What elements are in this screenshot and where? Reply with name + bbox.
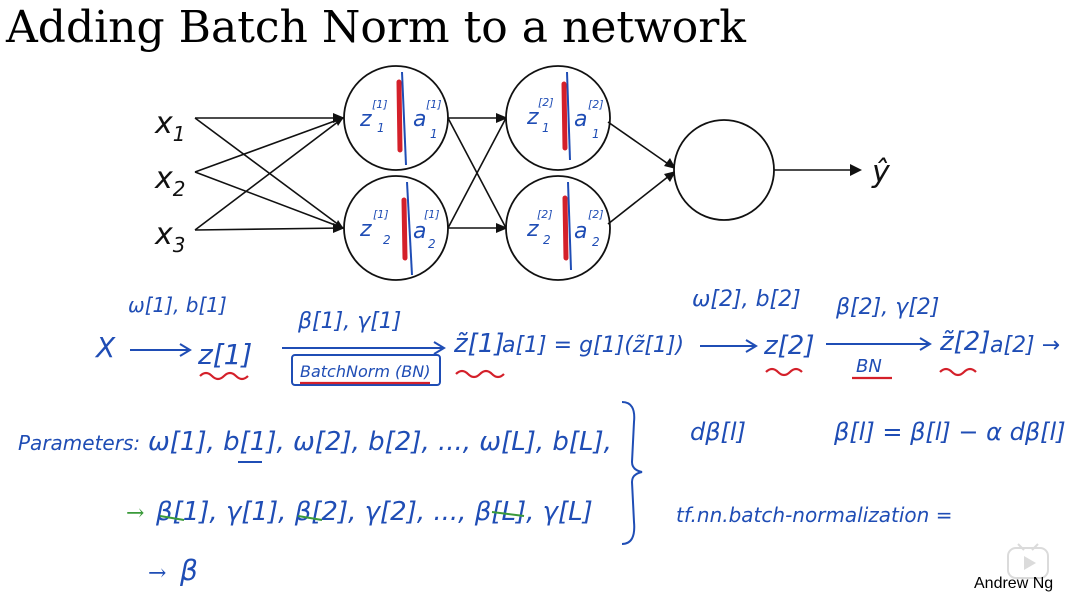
params-row3: β xyxy=(179,554,198,587)
svg-text:a: a xyxy=(574,107,587,132)
params-brace xyxy=(621,401,643,545)
hidden-edges xyxy=(447,117,507,229)
parameters-section: Parameters: ω[1], b[1], ω[2], b[2], ...,… xyxy=(18,401,643,587)
input-edges xyxy=(194,117,344,231)
hidden-edge-arrowheads xyxy=(496,113,508,233)
svg-text:z: z xyxy=(526,217,539,242)
flow-beta-gamma-2: β[2], γ[2] xyxy=(835,295,939,320)
svg-text:a: a xyxy=(574,219,587,244)
input-edge-arrowheads xyxy=(333,113,345,233)
svg-text:[2]: [2] xyxy=(538,96,554,109)
green-strikes xyxy=(159,511,525,521)
red-underline-z2 xyxy=(765,367,803,377)
layer2-node-1-content: z [2] 1 a [2] 1 xyxy=(526,71,604,161)
input-x1: x1 xyxy=(154,106,186,146)
forward-flow: X ω[1], b[1] z[1] β[1], γ[1] BatchNorm (… xyxy=(94,287,1060,386)
output-edges xyxy=(607,121,852,225)
svg-text:2: 2 xyxy=(543,233,551,247)
svg-text:z: z xyxy=(359,217,372,242)
svg-text:1: 1 xyxy=(430,127,438,141)
flow-bn2: BN xyxy=(856,356,882,377)
svg-text:a: a xyxy=(413,219,426,244)
flow-a1-eq: a[1] = g[1](z̃[1]) xyxy=(502,333,684,358)
svg-text:[1]: [1] xyxy=(424,208,440,221)
params-row3-arrow: → xyxy=(148,561,166,586)
flow-x: X xyxy=(94,331,116,364)
layer1-node-1-content: z [1] 1 a [1] 1 xyxy=(359,71,442,166)
svg-text:2: 2 xyxy=(428,237,436,251)
network-diagram: x1 x2 x3 xyxy=(154,65,891,281)
red-underline-ztilde2 xyxy=(939,367,977,377)
flow-z1: z[1] xyxy=(197,338,252,371)
svg-text:[1]: [1] xyxy=(373,208,389,221)
author-credit: Andrew Ng xyxy=(974,575,1054,592)
svg-text:1: 1 xyxy=(542,121,550,135)
params-row2: β[1], γ[1], β[2], γ[2], ..., β[L], γ[L] xyxy=(155,497,593,527)
layer1-node-2-content: z [1] 2 a [1] 2 xyxy=(359,181,440,276)
flow-w2b2: ω[2], b[2] xyxy=(692,287,801,312)
layer2-node-1 xyxy=(505,65,611,171)
flow-z2: z[2] xyxy=(763,331,814,361)
update-dbeta: dβ[l] xyxy=(690,418,746,446)
layer2-node-2 xyxy=(505,175,611,281)
svg-text:[1]: [1] xyxy=(426,98,442,111)
svg-text:z: z xyxy=(526,105,539,130)
svg-text:1: 1 xyxy=(377,121,385,135)
svg-text:z: z xyxy=(359,107,372,132)
red-underline-ztilde1 xyxy=(455,369,505,379)
flow-ztilde2: z̃[2] xyxy=(939,327,990,357)
flow-a2: a[2] → xyxy=(990,333,1060,358)
input-x3: x3 xyxy=(154,217,186,257)
output-edge-arrowheads xyxy=(664,158,862,182)
svg-text:2: 2 xyxy=(383,233,391,247)
play-watermark-icon xyxy=(1007,543,1049,579)
red-underline-z1 xyxy=(199,371,249,381)
params-row2-arrow: → xyxy=(126,501,144,526)
update-section: dβ[l] β[l] = β[l] − α dβ[l] tf.nn.batch-… xyxy=(676,418,1066,527)
svg-text:[1]: [1] xyxy=(372,98,388,111)
layer2-node-2-content: z [2] 2 a [2] 2 xyxy=(526,181,604,271)
output-node xyxy=(673,119,775,221)
flow-beta-gamma-1: β[1], γ[1] xyxy=(297,309,401,334)
input-x2: x2 xyxy=(154,161,186,201)
params-label: Parameters: xyxy=(18,431,140,455)
svg-text:[2]: [2] xyxy=(588,98,604,111)
flow-ztilde1: z̃[1] xyxy=(453,329,504,359)
svg-text:[2]: [2] xyxy=(588,208,604,221)
batchnorm-label: BatchNorm (BN) xyxy=(300,362,430,381)
update-rule: β[l] = β[l] − α dβ[l] xyxy=(833,418,1066,446)
params-row1: ω[1], b[1], ω[2], b[2], ..., ω[L], b[L], xyxy=(148,427,612,457)
batchnorm-box xyxy=(291,354,441,386)
svg-text:2: 2 xyxy=(592,235,600,249)
svg-text:1: 1 xyxy=(592,127,600,141)
flow-w1b1: ω[1], b[1] xyxy=(128,293,227,317)
output-yhat: ŷ xyxy=(871,155,891,190)
svg-text:[2]: [2] xyxy=(537,208,553,221)
svg-text:a: a xyxy=(413,107,426,132)
update-tf: tf.nn.batch-normalization = xyxy=(676,503,952,527)
slide-title: Adding Batch Norm to a network xyxy=(6,2,746,53)
